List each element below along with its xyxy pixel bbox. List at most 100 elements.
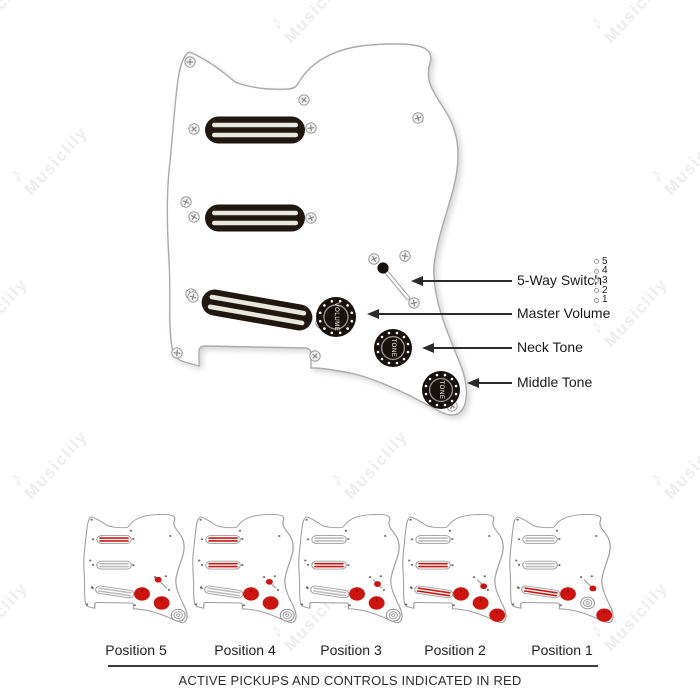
- screw-icon: [558, 537, 561, 540]
- screw-icon: [85, 603, 89, 606]
- screw-icon: [517, 563, 521, 566]
- watermark-text: Musiclily: [660, 122, 700, 199]
- pickup: [205, 560, 241, 570]
- switch-position-dot: [265, 578, 273, 585]
- watermark-text: Musiclily: [340, 426, 412, 503]
- screw-icon: [347, 564, 350, 567]
- position-pickguard-4: [192, 514, 297, 623]
- callout-arrow-head-icon: [367, 309, 379, 319]
- watermark-text: Musiclily: [600, 274, 672, 351]
- pickup: [415, 535, 451, 544]
- switch-scale-row: 4: [594, 266, 608, 277]
- active-knob: [596, 608, 613, 622]
- active-knob: [472, 596, 489, 610]
- screw-icon: [194, 603, 198, 606]
- position-label: Position 4: [214, 642, 276, 658]
- screw-icon: [472, 576, 476, 579]
- screw-icon: [164, 575, 167, 578]
- screw-icon: [200, 587, 203, 590]
- switch-scale-row: 5: [594, 256, 608, 267]
- pickup: [415, 560, 451, 570]
- callout-arrow-head-icon: [422, 343, 434, 353]
- watermark: ♪Musiclily: [643, 411, 700, 503]
- screw-icon: [276, 588, 280, 591]
- pickup: [204, 585, 244, 599]
- screw-icon: [347, 537, 350, 540]
- active-knob: [243, 587, 259, 601]
- screw-icon: [384, 535, 387, 538]
- screw-icon: [188, 123, 200, 135]
- screw-icon: [448, 529, 452, 532]
- legend-divider: [108, 665, 598, 667]
- screw-icon: [91, 538, 95, 541]
- position-figure-1: Position 1: [507, 513, 617, 658]
- watermark: ♪Musiclily: [583, 0, 672, 47]
- active-knob: [560, 587, 576, 601]
- switch-position-dot: [480, 583, 488, 590]
- screw-icon: [188, 211, 200, 223]
- watermark-text: Musiclily: [20, 122, 92, 199]
- pickup: [310, 585, 350, 599]
- screw-icon: [368, 253, 380, 265]
- screw-icon: [171, 347, 183, 359]
- pickup: [96, 535, 132, 544]
- watermark: ♪Musiclily: [0, 259, 32, 351]
- pickup: [205, 204, 305, 232]
- position-pickguard-2: [402, 514, 507, 623]
- active-knob: [489, 608, 506, 622]
- active-knob: [368, 596, 385, 610]
- switch-scale-row: 2: [594, 284, 608, 296]
- position-figure-2: Position 2: [400, 513, 510, 658]
- active-knob: [134, 587, 150, 601]
- callout-label-5-way-switch: 5-Way Switch: [517, 272, 603, 288]
- middle-tone-knob: TONE: [422, 371, 460, 409]
- screw-icon: [305, 212, 317, 224]
- screw-icon: [305, 122, 317, 134]
- pickup: [201, 289, 313, 331]
- watermark: ♪Musiclily: [0, 563, 32, 655]
- screw-icon: [89, 559, 92, 562]
- screw-icon: [408, 559, 411, 562]
- screw-icon: [517, 587, 520, 590]
- callout-arrow-head-icon: [467, 378, 479, 388]
- position-label: Position 2: [424, 642, 486, 658]
- active-knob: [153, 596, 170, 610]
- screw-icon: [410, 587, 413, 590]
- screw-icon: [200, 563, 204, 566]
- screw-icon: [133, 604, 136, 607]
- inactive-knob: [580, 596, 596, 610]
- position-label: Position 5: [105, 642, 167, 658]
- callout-arrow-line: [434, 347, 512, 349]
- screw-icon: [306, 587, 309, 590]
- switch-scale-dot-icon: [594, 297, 599, 303]
- inactive-knob: [279, 608, 295, 622]
- screw-icon: [200, 538, 204, 541]
- switch-scale-number: 2: [602, 284, 608, 296]
- screw-icon: [379, 575, 382, 578]
- screw-icon: [298, 94, 310, 106]
- screw-icon: [305, 518, 308, 521]
- pickup: [96, 560, 132, 570]
- screw-icon: [306, 538, 310, 541]
- switch-position-dot: [374, 581, 381, 587]
- position-pickguard-5: [83, 514, 188, 623]
- pickup: [414, 585, 454, 599]
- screw-icon: [184, 56, 196, 68]
- switch-scale-number: 3: [602, 274, 608, 286]
- screw-icon: [408, 297, 420, 309]
- position-label: Position 1: [531, 642, 593, 658]
- screw-icon: [404, 603, 408, 606]
- watermark: ♪Musiclily: [0, 0, 32, 47]
- five-way-switch-lever: [377, 262, 411, 301]
- position-figure-5: Position 5: [81, 513, 191, 658]
- callout-arrow-line: [479, 382, 512, 384]
- switch-position-dot: [589, 585, 597, 592]
- screw-icon: [273, 575, 276, 578]
- screw-icon: [517, 538, 521, 541]
- screw-icon: [511, 603, 515, 606]
- watermark: ♪Musiclily: [3, 107, 92, 199]
- switch-scale-number: 1: [602, 294, 608, 306]
- screw-icon: [451, 564, 454, 567]
- switch-scale-dot-icon: [594, 268, 599, 274]
- callout-arrow-line: [423, 280, 512, 282]
